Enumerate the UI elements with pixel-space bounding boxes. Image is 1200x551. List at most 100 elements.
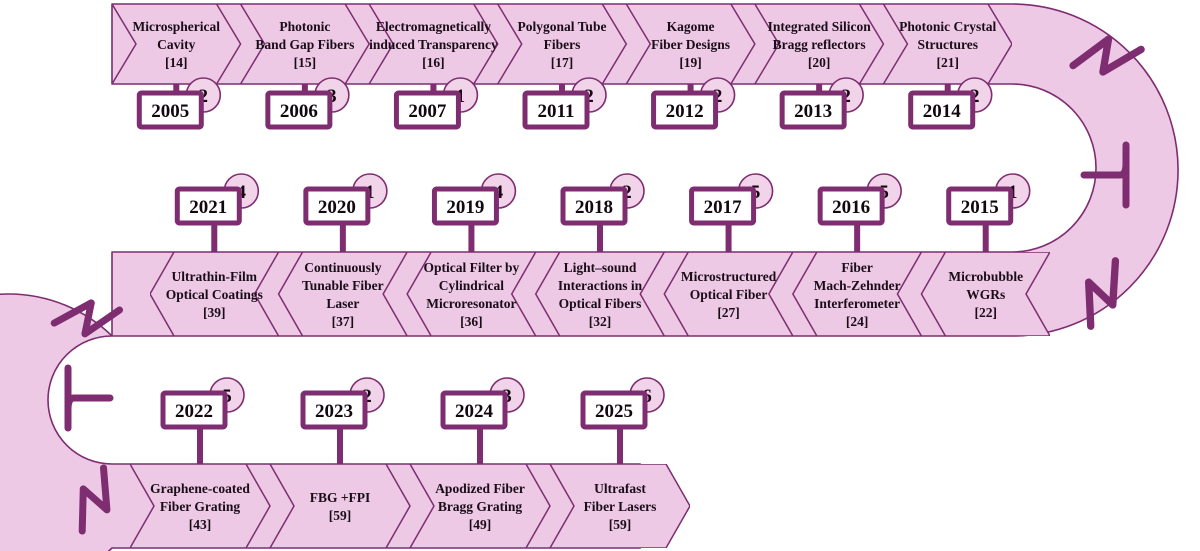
year-box [174,186,242,226]
segment-reference: [39] [203,305,226,320]
segment-label-line: Photonic Crystal [899,19,996,34]
year-label: 2018 [575,197,613,218]
year-label: 2012 [666,101,704,122]
year-marker[interactable]: 22018 [560,173,645,252]
segment-chevron [409,464,551,548]
segment-label-line: Optical Coatings [166,287,263,302]
segment-label-line: Fiber [841,260,873,275]
segment-label-line: Tunable Fiber [302,278,384,293]
decorative-chevron-icon [1085,257,1120,330]
year-label: 2005 [151,101,189,122]
segment-label-line: Cavity [157,37,195,52]
segment-label-line: Ultrafast [594,481,646,496]
segment-label-line: Cylindrical [439,278,505,293]
segment-chevron [753,4,885,84]
segment-label-line: Fiber Grating [160,499,241,514]
year-box [817,186,885,226]
segment-reference: [59] [609,517,632,532]
segment-label-line: Optical Fiber [690,287,768,302]
segment-label-line: Microresonator [426,296,516,311]
segment-reference: [43] [189,517,212,532]
segment-reference: [14] [165,55,188,70]
year-marker[interactable]: 22011 [522,77,607,130]
year-label: 2011 [538,101,575,122]
segment-reference: [27] [717,305,740,320]
segment-label-line: Integrated Silicon [768,19,872,34]
segment-label-line: Interactions in [558,278,643,293]
year-label: 2006 [280,101,318,122]
decorative-chevron-icon [1069,35,1145,76]
decorative-tee-icon [64,364,114,432]
segment-reference: [49] [469,517,492,532]
year-marker[interactable]: 12015 [946,173,1031,252]
segment-label-line: Fiber Designs [651,37,730,52]
year-box [580,390,648,430]
segment-chevron [368,4,499,84]
segment-label-line: Laser [326,296,359,311]
year-marker[interactable]: 22014 [908,77,993,130]
year-label: 2013 [794,101,832,122]
segment-reference: [20] [808,55,831,70]
year-marker[interactable]: 52017 [689,173,774,252]
year-box [689,186,757,226]
segment-label-line: Mach-Zehnder [814,278,901,293]
segment-chevron [269,464,411,548]
segment-label-line: Interferometer [814,296,900,311]
year-marker[interactable]: 42019 [431,173,517,252]
year-marker[interactable]: 22005 [136,77,222,130]
year-marker[interactable]: 22012 [651,77,736,130]
segment-label-line: Polygonal Tube [518,19,607,34]
segment-chevron [791,252,923,336]
year-box [300,390,368,430]
year-box [265,90,333,130]
decorative-tee-icon [1080,141,1130,209]
timeline-segment[interactable]: Optical Filter byCylindricalMicroresonat… [406,252,537,336]
year-label: 2019 [446,197,484,218]
year-box [651,90,719,130]
decorative-chevron-icon [50,299,124,338]
timeline-segment[interactable]: FBG +FPI[59] [269,464,411,548]
segment-reference: [37] [332,314,355,329]
year-label: 2022 [175,401,213,422]
year-marker[interactable]: 12007 [393,77,479,130]
segment-chevron [882,4,1012,84]
year-label: 2023 [315,401,353,422]
year-box [946,186,1014,226]
year-marker[interactable]: 62025 [580,377,665,464]
segment-chevron [150,252,280,336]
year-marker[interactable]: 32006 [265,77,350,130]
year-box [303,186,371,226]
segment-label-line: Light–sound [564,260,637,275]
year-label: 2015 [961,197,999,218]
year-marker[interactable]: 52016 [817,173,902,252]
year-box [522,90,590,130]
